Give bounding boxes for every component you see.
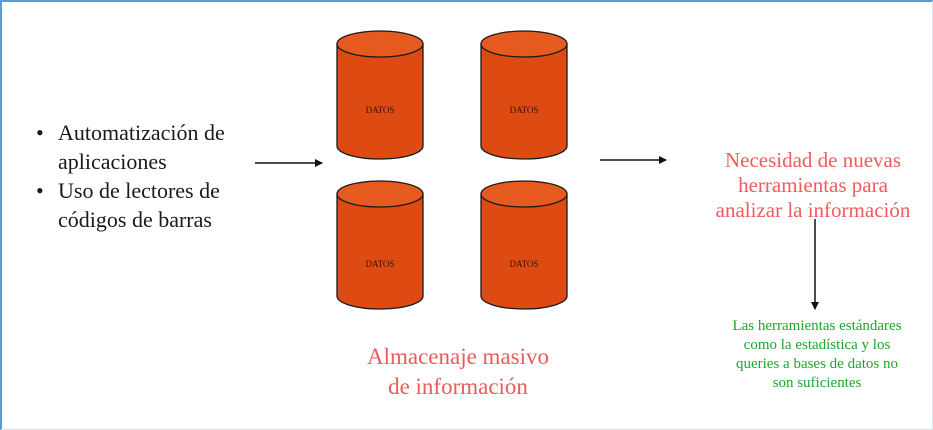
database-label: DATOS — [366, 259, 395, 269]
database-cylinder-top-right: DATOS — [480, 30, 568, 160]
need-text-line: analizar la información — [715, 198, 911, 222]
database-label: DATOS — [510, 259, 539, 269]
bullet-item-barcode: Uso de lectores de códigos de barras — [34, 176, 264, 234]
need-text-line: herramientas para — [738, 173, 888, 197]
database-label: DATOS — [366, 105, 395, 115]
conclusion-text-line: son suficientes — [772, 375, 862, 391]
input-bullet-list: Automatización de aplicaciones Uso de le… — [34, 118, 264, 234]
conclusion-text-line: Las herramientas estándares — [732, 318, 902, 334]
need-new-tools-text: Necesidad de nuevas herramientas para an… — [668, 148, 933, 223]
storage-caption-line: de información — [388, 374, 528, 399]
database-cylinder-bottom-right: DATOS — [480, 180, 568, 310]
conclusion-text: Las herramientas estándares como la esta… — [697, 317, 933, 393]
database-label: DATOS — [510, 105, 539, 115]
conclusion-text-line: como la estadística y los — [743, 337, 891, 353]
bullet-item-automation: Automatización de aplicaciones — [34, 118, 264, 176]
need-text-line: Necesidad de nuevas — [724, 148, 902, 172]
conclusion-text-line: queries a bases de datos no — [735, 356, 899, 372]
storage-caption: Almacenaje masivo de información — [318, 342, 598, 402]
storage-caption-line: Almacenaje masivo — [366, 344, 549, 369]
database-cylinder-top-left: DATOS — [336, 30, 424, 160]
database-cylinder-bottom-left: DATOS — [336, 180, 424, 310]
